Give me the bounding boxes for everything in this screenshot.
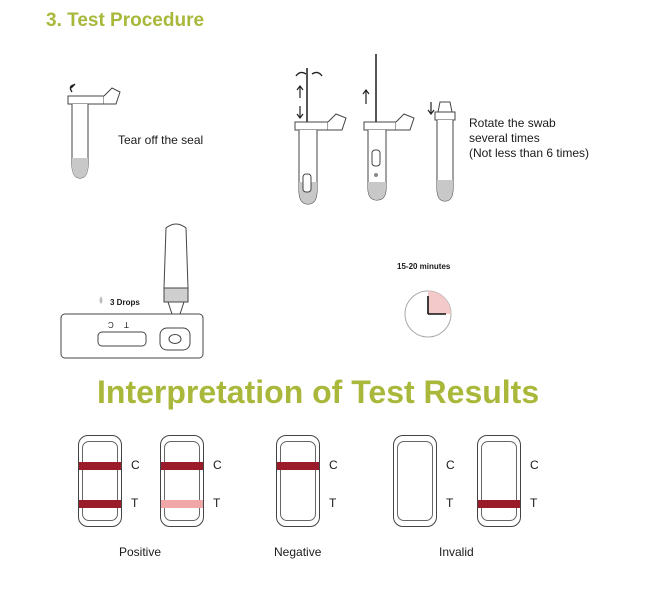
strip-mark-c: C	[530, 458, 539, 472]
strip-mark-t: T	[131, 496, 139, 510]
tube-cap-illustration	[427, 101, 456, 202]
c-line	[161, 462, 203, 470]
strip-mark-t: T	[329, 496, 337, 510]
group-label-negative: Negative	[274, 545, 322, 559]
group-label-invalid: Invalid	[439, 545, 474, 559]
test-strip	[276, 435, 320, 527]
window-mark-t: T	[124, 320, 129, 329]
clock-icon	[404, 290, 452, 338]
strip-mark-t: T	[446, 496, 454, 510]
rotate-line-1: Rotate the swab	[469, 116, 556, 130]
strip-window	[481, 441, 517, 521]
test-strip	[393, 435, 437, 527]
strip-mark-c: C	[329, 458, 338, 472]
tube-tear-seal-illustration	[67, 83, 121, 179]
tube-swab-remove-illustration	[362, 54, 415, 201]
t-line	[161, 500, 203, 508]
rotate-line-2: several times	[469, 131, 540, 145]
tube-swab-rotate-illustration	[294, 68, 347, 205]
procedure-title: 3. Test Procedure	[46, 10, 205, 31]
test-strip	[160, 435, 204, 527]
window-mark-c: C	[108, 320, 114, 329]
strip-mark-c: C	[131, 458, 140, 472]
rotate-line-3: (Not less than 6 times)	[469, 146, 590, 160]
strip-window	[164, 441, 200, 521]
strip-window	[280, 441, 316, 521]
t-line	[79, 500, 121, 508]
test-strip	[78, 435, 122, 527]
strip-mark-t: T	[213, 496, 221, 510]
cassette-dropper-illustration	[60, 223, 204, 359]
group-label-positive: Positive	[119, 545, 162, 559]
c-line	[277, 462, 319, 470]
results-title: Interpretation of Test Results	[97, 374, 540, 410]
timer-label: 15-20 minutes	[397, 262, 451, 271]
c-line	[79, 462, 121, 470]
clock-elapsed-sector	[428, 291, 451, 314]
test-strip	[477, 435, 521, 527]
strip-window	[397, 441, 433, 521]
strip-mark-c: C	[446, 458, 455, 472]
tear-seal-text: Tear off the seal	[118, 133, 204, 147]
t-line	[478, 500, 520, 508]
strip-mark-c: C	[213, 458, 222, 472]
strip-mark-t: T	[530, 496, 538, 510]
strip-window	[82, 441, 118, 521]
rotate-swab-text: Rotate the swab several times (Not less …	[469, 116, 589, 161]
drop-icon	[99, 296, 103, 304]
drops-label: 3 Drops	[110, 298, 140, 307]
